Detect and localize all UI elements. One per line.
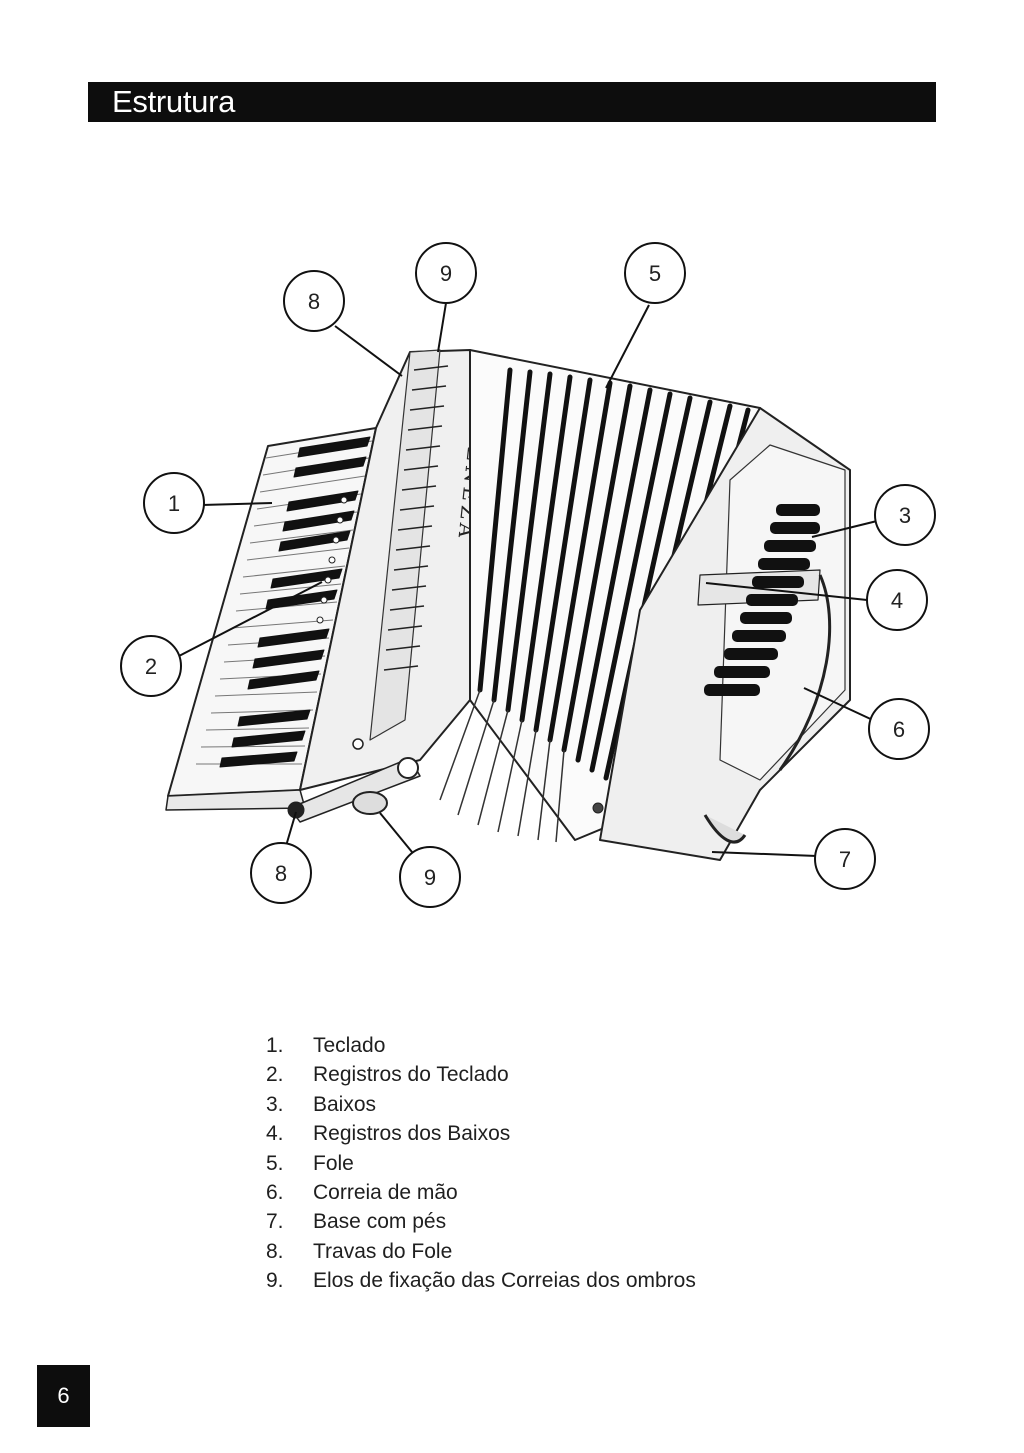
callouts: 1 2 3 4 5 6 7 8	[120, 242, 936, 908]
section-title: Estrutura	[112, 84, 236, 119]
callout-3: 3	[874, 484, 936, 546]
legend-item: 7. Base com pés	[266, 1207, 696, 1236]
callout-9-bottom: 9	[399, 846, 461, 908]
hand-strap	[778, 574, 832, 771]
legend-item: 6. Correia de mão	[266, 1178, 696, 1207]
svg-text:9: 9	[424, 865, 436, 890]
legend-label: Fole	[313, 1151, 354, 1175]
page-number-box: 6	[37, 1365, 90, 1427]
legend-number: 9.	[266, 1269, 284, 1293]
callout-8-bottom: 8	[250, 842, 312, 904]
legend-item: 4. Registros dos Baixos	[266, 1119, 696, 1148]
legend-number: 7.	[266, 1210, 284, 1234]
accordion-illustration: VENEZA	[165, 349, 851, 861]
base-feet	[703, 814, 747, 844]
legend-number: 3.	[266, 1092, 284, 1116]
legend-label: Travas do Fole	[313, 1239, 453, 1263]
bass-buttons	[704, 504, 820, 696]
legend-number: 2.	[266, 1063, 284, 1087]
section-header: Estrutura	[88, 82, 936, 122]
svg-text:8: 8	[275, 861, 287, 886]
callout-7: 7	[814, 828, 876, 890]
parts-legend: 1. Teclado 2. Registros do Teclado 3. Baixo…	[266, 1031, 696, 1296]
callout-6: 6	[868, 698, 930, 760]
svg-text:5: 5	[649, 261, 661, 286]
legend-item: 2. Registros do Teclado	[266, 1060, 696, 1089]
bellows-lock	[287, 738, 421, 823]
legend-number: 4.	[266, 1122, 284, 1146]
legend-label: Correia de mão	[313, 1180, 458, 1204]
legend-item: 9. Elos de fixação das Correias dos ombro…	[266, 1266, 696, 1295]
legend-number: 8.	[266, 1239, 284, 1263]
svg-text:4: 4	[891, 588, 903, 613]
svg-text:2: 2	[145, 654, 157, 679]
legend-label: Registros dos Baixos	[313, 1122, 511, 1146]
svg-text:6: 6	[893, 717, 905, 742]
bass-side	[592, 407, 851, 861]
piano-keyboard	[165, 427, 377, 811]
legend-label: Base com pés	[313, 1210, 447, 1234]
svg-text:3: 3	[899, 503, 911, 528]
legend-item: 3. Baixos	[266, 1090, 696, 1119]
callout-9-top: 9	[415, 242, 477, 304]
svg-text:7: 7	[839, 847, 851, 872]
legend-label: Elos de fixação das Correias dos ombros	[313, 1269, 696, 1293]
svg-text:1: 1	[168, 491, 180, 516]
svg-text:9: 9	[440, 261, 452, 286]
legend-item: 5. Fole	[266, 1149, 696, 1178]
legend-number: 5.	[266, 1151, 284, 1175]
callout-8-top: 8	[283, 270, 345, 332]
legend-number: 1.	[266, 1034, 284, 1057]
accordion-diagram: VENEZA	[120, 242, 936, 908]
legend-label: Teclado	[313, 1034, 386, 1057]
treble-registers	[316, 496, 348, 624]
leader-lines	[178, 302, 878, 857]
page-number: 6	[57, 1383, 70, 1408]
legend-item: 8. Travas do Fole	[266, 1237, 696, 1266]
callout-2: 2	[120, 635, 182, 697]
legend-label: Baixos	[313, 1092, 377, 1116]
legend-label: Registros do Teclado	[313, 1063, 509, 1087]
callout-5: 5	[624, 242, 686, 304]
callout-1: 1	[143, 472, 205, 534]
callout-4: 4	[866, 569, 928, 631]
legend-number: 6.	[266, 1180, 284, 1204]
svg-text:8: 8	[308, 289, 320, 314]
legend-item: 1. Teclado	[266, 1031, 696, 1060]
